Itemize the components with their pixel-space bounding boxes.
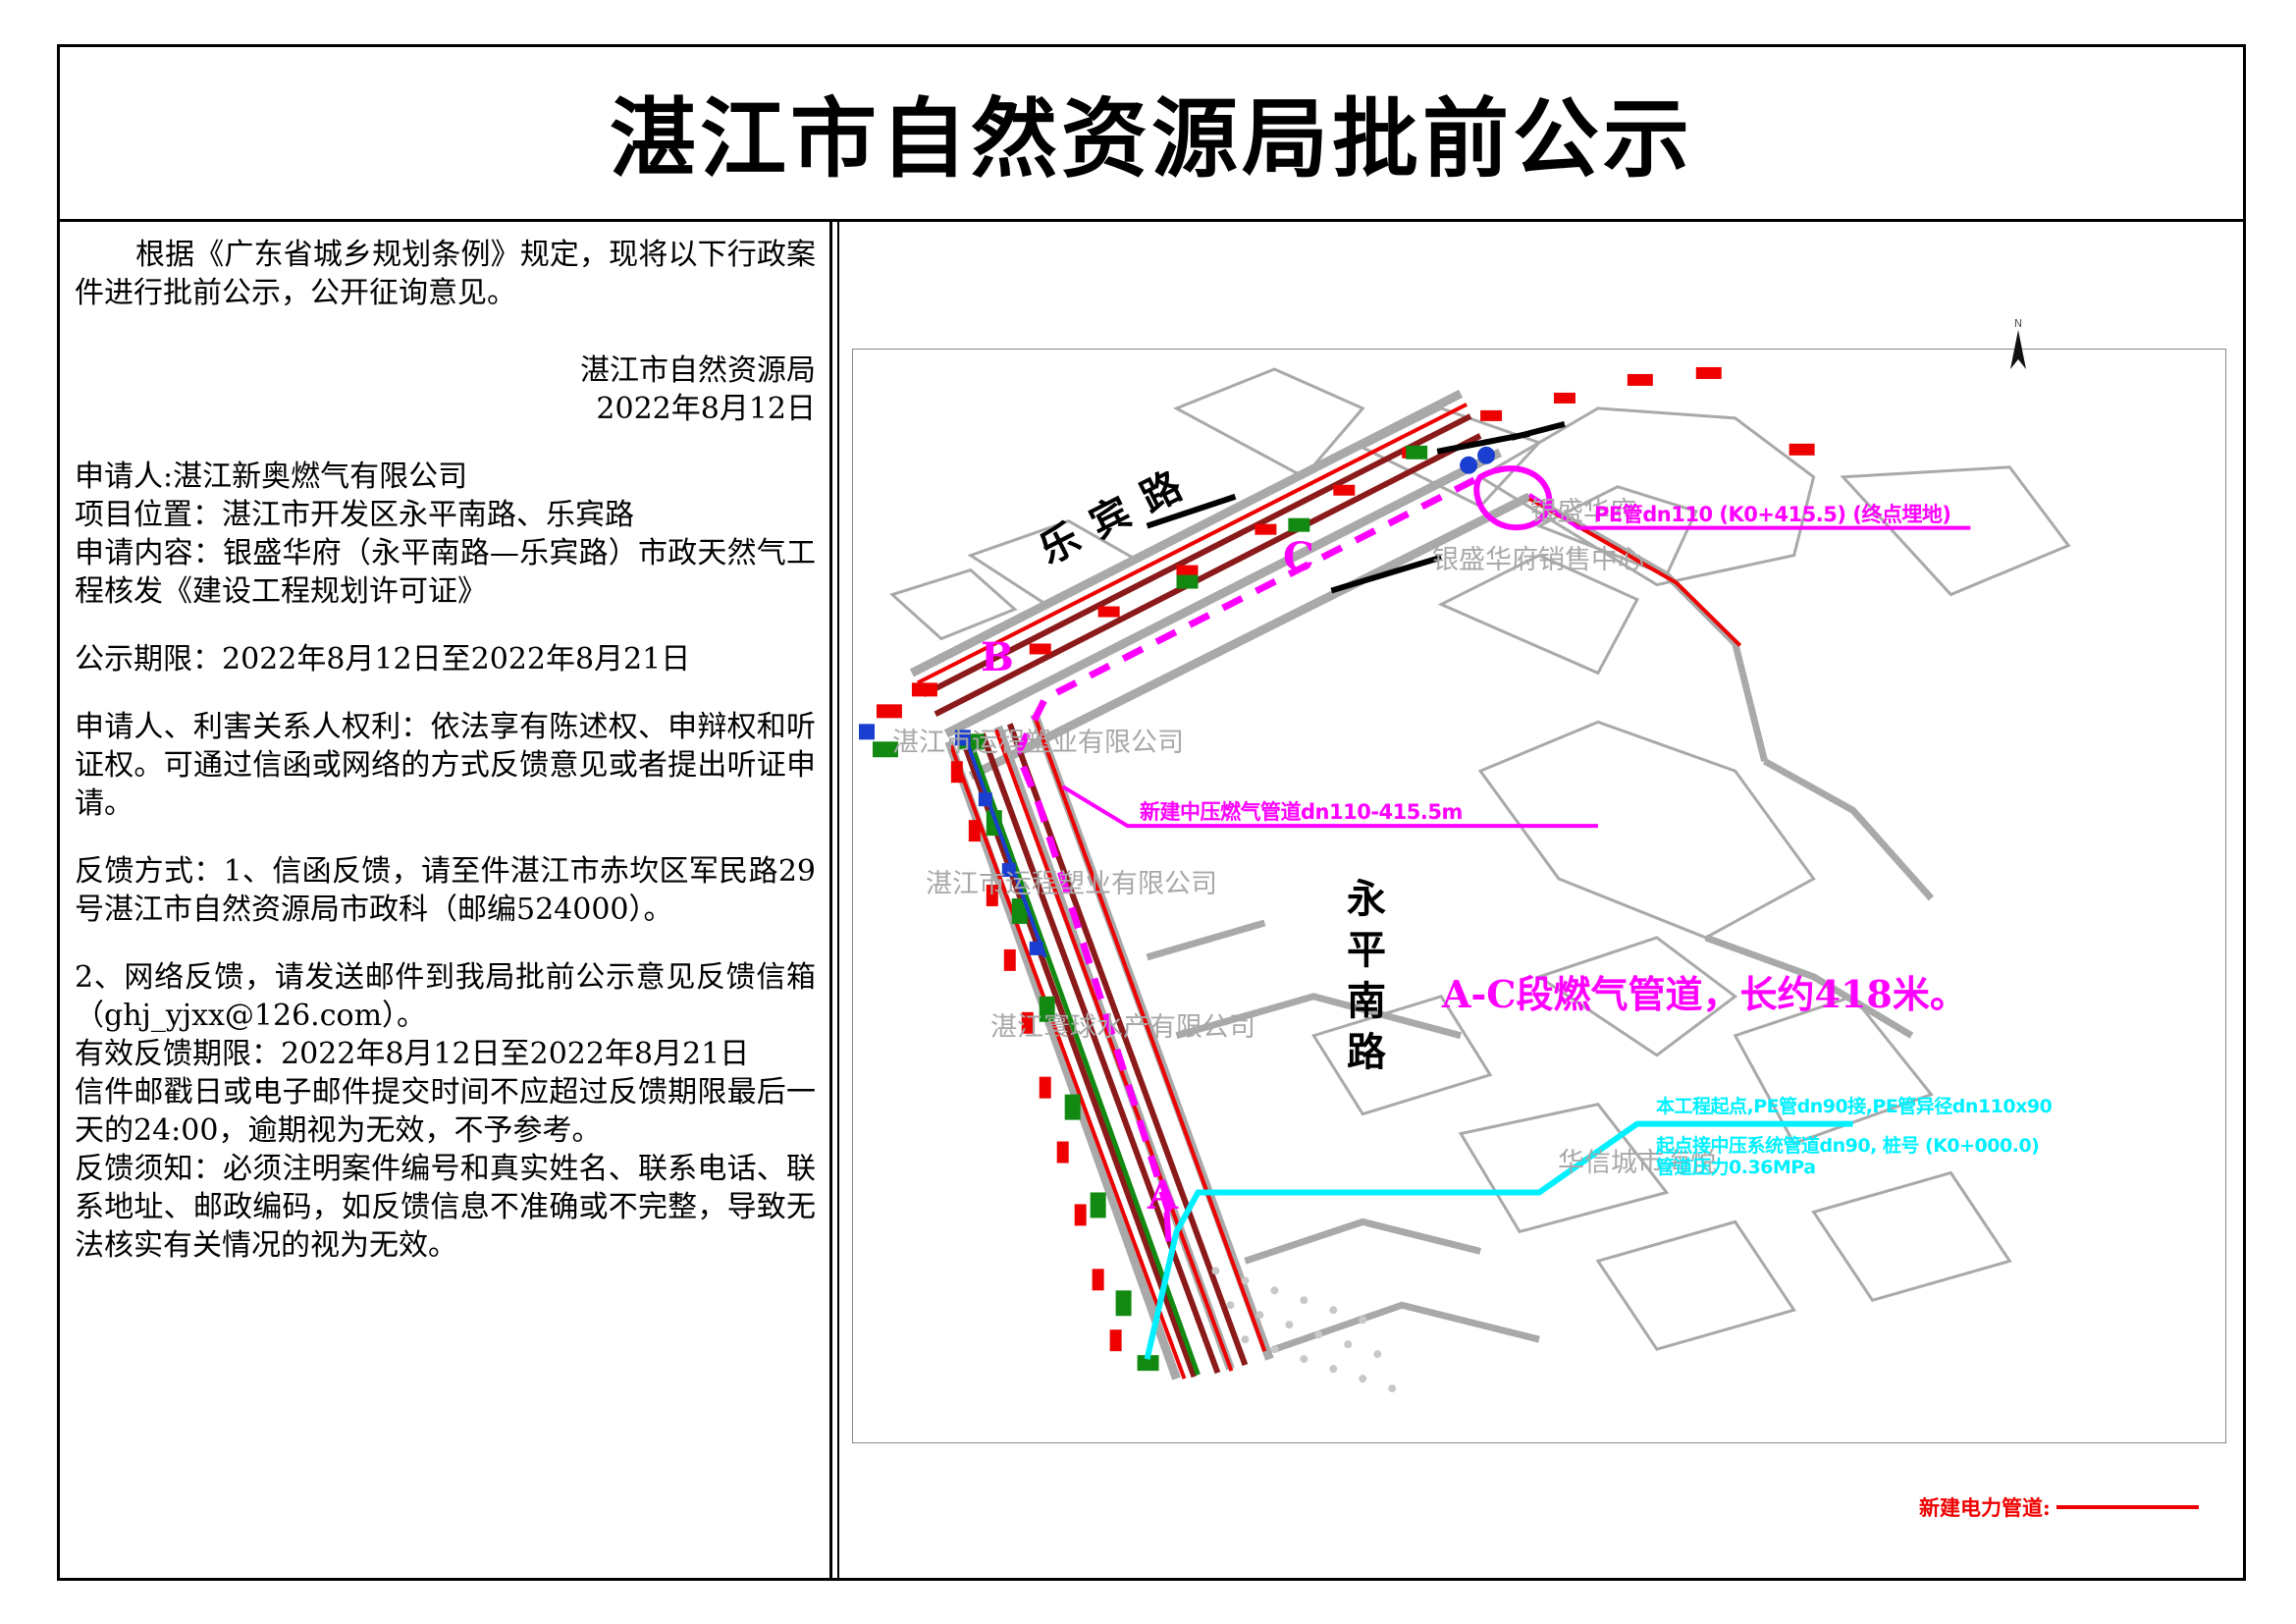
map-drawing	[858, 366, 2071, 1393]
notice-deadline-note: 信件邮戳日或电子邮件提交时间不应超过反馈期限最后一天的24:00，逾期视为无效，…	[75, 1075, 816, 1148]
pipeline-annotation-c: PE管dn110 (K0+415.5) (终点埋地)	[1594, 503, 1951, 526]
new-gas-pipeline-dashed	[1014, 473, 1482, 1214]
pipeline-length-callout: A-C段燃气管道，长约418米。	[1442, 972, 1967, 1016]
notice-applicant: 申请人:湛江新奥燃气有限公司	[75, 460, 468, 494]
pipeline-annotation-b: 新建中压燃气管道dn110-415.5m	[1140, 800, 1463, 824]
notice-valid-period: 有效反馈期限：2022年8月12日至2022年8月21日	[75, 1037, 750, 1071]
hatch-texture	[1211, 1267, 1397, 1393]
legend-line-swatch	[2056, 1505, 2199, 1509]
magenta-detail	[1163, 465, 1553, 1242]
map-marker-c: C	[1283, 534, 1314, 580]
existing-pipeline-darkred	[922, 413, 1482, 1379]
blue-pipeline	[964, 740, 1047, 958]
green-markers	[872, 445, 1428, 1372]
notice-project-location: 项目位置：湛江市开发区永平南路、乐宾路	[75, 498, 634, 532]
notice-requirements: 反馈须知：必须注明案件编号和真实姓名、联系电话、联系地址、邮政编码，如反馈信息不…	[75, 1152, 816, 1263]
page-title-text: 湛江市自然资源局批前公示	[609, 86, 1693, 189]
notice-issue-date: 2022年8月12日	[596, 392, 816, 426]
legend-label: 新建电力管道:	[1919, 1495, 2051, 1520]
cyan-annotation-line-1: 本工程起点,PE管dn90接,PE管异径dn110x90	[1656, 1096, 2053, 1117]
magenta-leader-lines	[1061, 493, 1971, 829]
notice-text-column: 根据《广东省城乡规划条例》规定，现将以下行政案件进行批前公示，公开征询意见。 湛…	[75, 236, 816, 1561]
svg-text:N: N	[2014, 317, 2022, 330]
red-fittings	[876, 366, 1815, 1352]
map-marker-b: B	[981, 634, 1014, 680]
notice-intro: 根据《广东省城乡规划条例》规定，现将以下行政案件进行批前公示，公开征询意见。	[75, 238, 816, 310]
site-plan-map: 银盛华府 银盛华府销售中心 湛江市运程塑业有限公司 湛江市运程塑业有限公司 湛江…	[852, 349, 2226, 1443]
blue-markers	[858, 446, 1496, 955]
cyan-annotation-line-3: 管道压力0.36MPa	[1656, 1157, 1816, 1178]
map-marker-a: A	[1148, 1172, 1179, 1218]
page-title: 湛江市自然资源局批前公示	[57, 44, 2246, 219]
map-place-label: 华信城市海悦	[1558, 1148, 1717, 1178]
map-place-label: 湛江寰球水产有限公司	[990, 1012, 1255, 1043]
notice-feedback-method-1: 反馈方式：1、信函反馈，请至件湛江市赤坎区军民路29号湛江市自然资源局市政科（邮…	[75, 854, 816, 927]
road-label-yongping: 永平南路	[1340, 878, 1386, 1082]
column-divider-secondary	[837, 219, 839, 1581]
title-divider	[57, 219, 2246, 222]
north-arrow-icon: N	[2010, 317, 2026, 369]
cyan-annotation-line-2: 起点接中压系统管道dn90, 桩号 (K0+000.0)	[1656, 1135, 2040, 1157]
notice-rights: 申请人、利害关系人权利：依法享有陈述权、申辩权和听证权。可通过信函或网络的方式反…	[75, 710, 816, 821]
notice-publicity-period: 公示期限：2022年8月12日至2022年8月21日	[75, 642, 691, 677]
red-linework	[917, 403, 1742, 1380]
map-place-label: 湛江市运程塑业有限公司	[926, 869, 1217, 899]
black-linework	[1146, 420, 1566, 594]
notice-feedback-method-2: 2、网络反馈，请发送邮件到我局批前公示意见反馈信箱（ghj_yjxx@126.c…	[75, 960, 816, 1033]
map-place-label: 银盛华府	[1530, 497, 1636, 527]
green-pipeline	[970, 746, 1201, 1376]
notice-issuer: 湛江市自然资源局	[580, 353, 816, 388]
column-divider	[829, 219, 832, 1581]
map-place-label: 银盛华府销售中心	[1432, 545, 1644, 575]
map-legend: 新建电力管道:	[1919, 1492, 2199, 1522]
road-casing-lebin	[909, 389, 1532, 781]
parcel-outlines	[888, 367, 2071, 1351]
map-place-label: 湛江市运程塑业有限公司	[892, 728, 1184, 758]
notice-application-content: 申请内容：银盛华府（永平南路—乐宾路）市政天然气工程核发《建设工程规划许可证》	[75, 536, 816, 609]
